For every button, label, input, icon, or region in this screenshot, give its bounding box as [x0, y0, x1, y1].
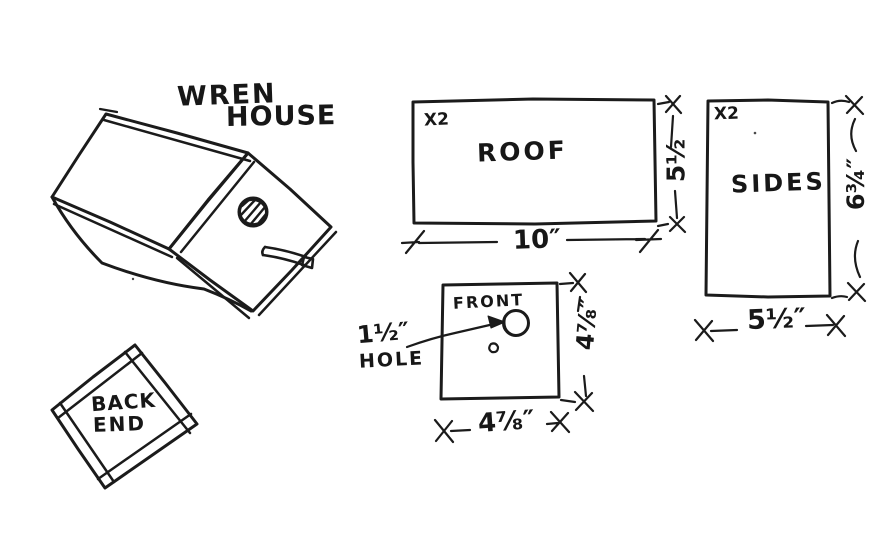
- front-width-dim-text: 4⅞″: [477, 405, 536, 439]
- sides-width-dimension: [693, 313, 847, 343]
- front-width-dimension: [433, 410, 571, 444]
- house-front-face: [167, 151, 333, 313]
- sides-piece: [693, 94, 867, 343]
- front-label: FRONT: [452, 290, 525, 313]
- hole-note-word-text: HOLE: [358, 347, 425, 373]
- front-hole-icon: [502, 309, 530, 337]
- house-eave-edge: [52, 202, 174, 259]
- back-end-frame-lines: [56, 350, 193, 484]
- house-roof-plane: [50, 112, 250, 251]
- paper-specks: [131, 131, 757, 281]
- back-end-label-line1: BACK: [90, 387, 157, 417]
- roof-height-dimension: [656, 94, 687, 234]
- sides-rect: [704, 98, 832, 299]
- roof-height-dim-text: 5½: [661, 138, 691, 183]
- hole-note-size-text: 1½″: [355, 316, 411, 350]
- sides-height-dim-text: 6¾″: [842, 157, 870, 211]
- sides-height-dimension: [830, 94, 867, 303]
- roof-width-dimension: [400, 228, 663, 255]
- house-side-wall: [50, 195, 253, 313]
- house-3d-sketch: [50, 107, 338, 320]
- back-end-outline: [50, 343, 199, 490]
- house-front-right-edge: [257, 230, 338, 317]
- front-height-dim-text: 4⅞″: [570, 296, 604, 352]
- front-rect: [439, 281, 561, 401]
- hole-leader-arrowhead: [487, 315, 506, 329]
- sides-label: SIDES: [730, 167, 827, 199]
- pilot-hole-icon: [488, 342, 500, 354]
- house-front-bottom-edge: [175, 256, 251, 320]
- back-end-piece: [50, 343, 199, 490]
- back-end-label-line2: END: [92, 411, 147, 437]
- roof-label: ROOF: [476, 135, 569, 168]
- house-front-roof-overhang: [179, 160, 256, 254]
- front-height-dimension: [558, 271, 595, 413]
- sides-quantity-label: X2: [713, 103, 740, 125]
- roof-quantity-label: X2: [423, 109, 450, 131]
- roof-piece: [400, 94, 687, 255]
- roof-width-dim-text: 10″: [512, 224, 562, 256]
- house-roof-board-edge: [102, 118, 252, 163]
- hole-leader-line: [405, 322, 496, 349]
- drawing-title-line2: HOUSE: [225, 100, 337, 133]
- front-piece: [405, 271, 595, 444]
- roof-rect: [411, 97, 658, 226]
- sides-width-dim-text: 5½″: [746, 302, 807, 337]
- entrance-hole-icon: [237, 196, 269, 228]
- perch-icon: [261, 245, 315, 270]
- house-corner-tick: [98, 107, 119, 114]
